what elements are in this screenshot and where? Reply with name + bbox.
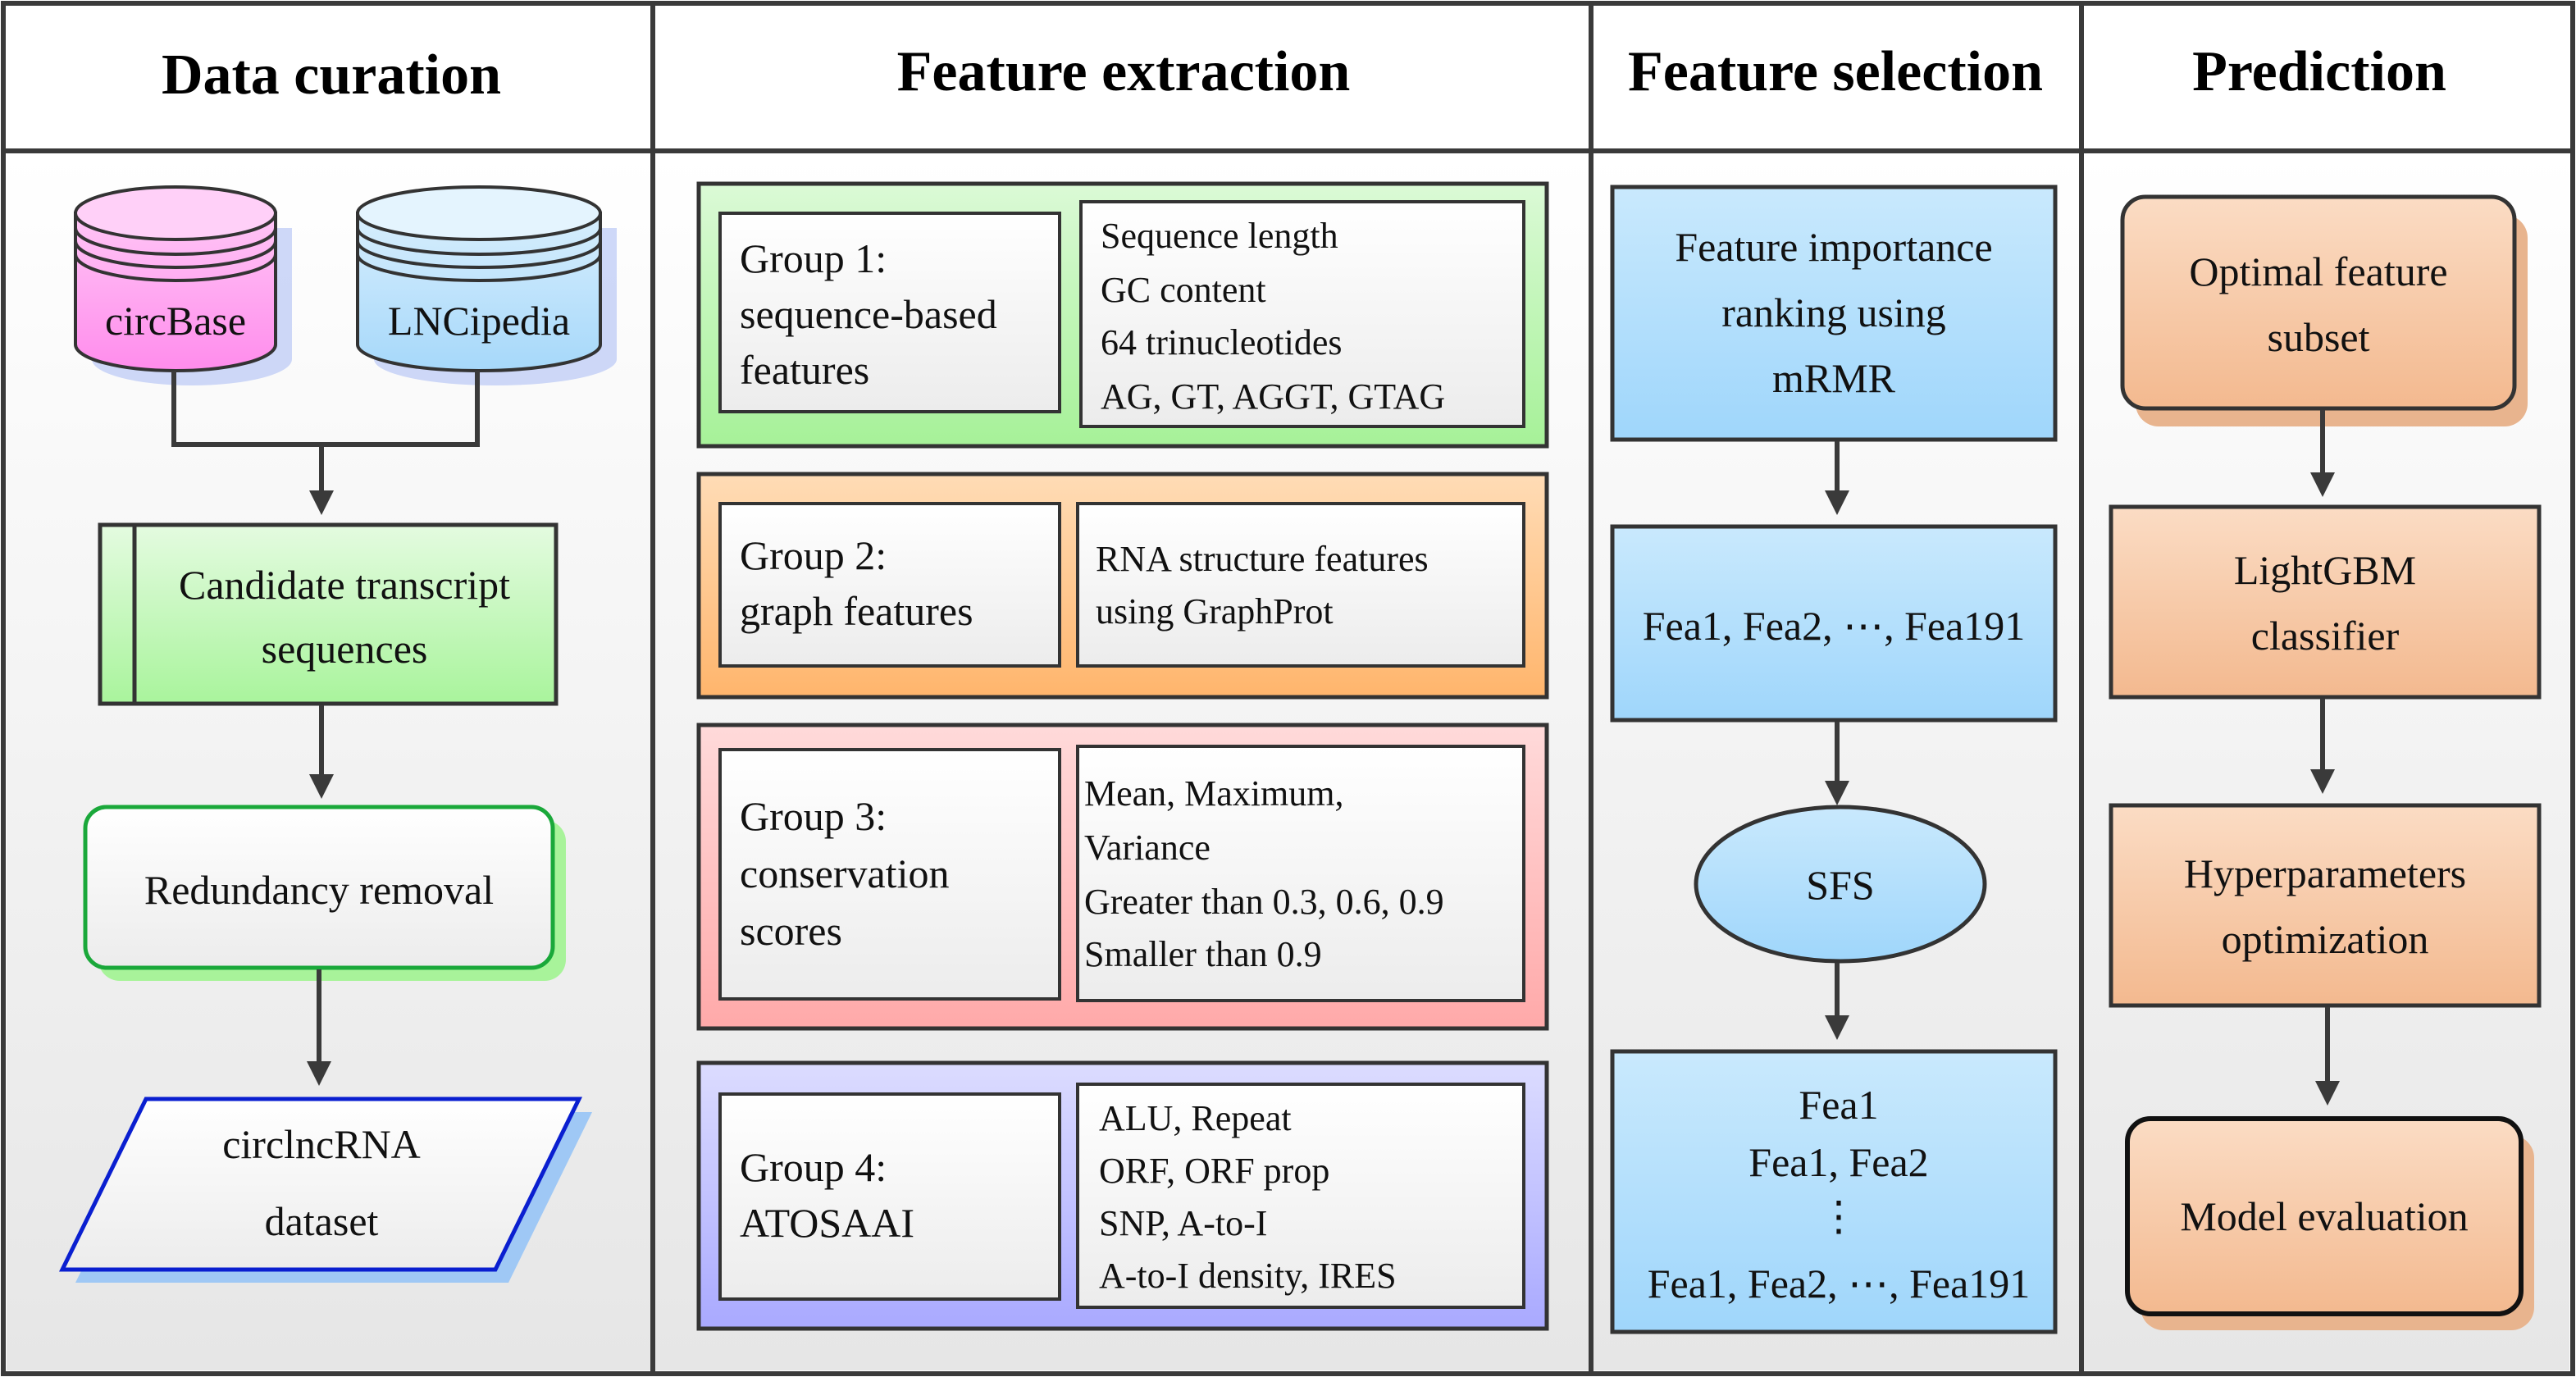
group-2-item: using GraphProt — [1096, 591, 1334, 632]
sfs-body — [1694, 805, 1987, 964]
evaluation-box-body — [2125, 1116, 2524, 1316]
group-1-label-line-2: sequence-based — [740, 291, 997, 337]
model-evaluation-box: Model evaluation — [2125, 1116, 2534, 1330]
dataset-line-2: dataset — [265, 1198, 379, 1244]
hyper-line-1: Hyperparameters — [2184, 850, 2466, 896]
db-label: LNCipedia — [388, 298, 570, 344]
group-2-label-line-1: Group 2: — [740, 532, 887, 578]
candidate-line-1: Candidate transcript — [179, 562, 510, 608]
lightgbm-box-body — [2109, 504, 2542, 700]
candidate-line-2: sequences — [262, 626, 428, 672]
database-lncipedia: LNCipedia — [356, 185, 617, 385]
group-2-label-line-2: graph features — [740, 588, 973, 634]
db-ring — [74, 227, 277, 256]
optimal-box-body — [2120, 194, 2517, 411]
feature-group-1: Group 1: sequence-based features Sequenc… — [696, 181, 1549, 449]
db-label: circBase — [105, 298, 246, 344]
lightgbm-line-1: LightGBM — [2234, 547, 2416, 593]
group-3-label-line-2: conservation — [740, 850, 949, 896]
hyperparameters-box: Hyperparameters optimization — [2109, 803, 2542, 1008]
db-top — [74, 185, 277, 241]
mrmr-line-3: mRMR — [1772, 355, 1896, 401]
db-body — [74, 212, 277, 372]
mrmr-ranking-box: Feature importance ranking using mRMR — [1610, 185, 2058, 442]
db-ring — [74, 240, 277, 269]
group-4-label-line-2: ATOSAAI — [740, 1200, 914, 1246]
group-1-label-box — [718, 212, 1061, 413]
redundancy-box-body — [83, 805, 555, 970]
group-3-item: Smaller than 0.9 — [1084, 934, 1322, 974]
mrmr-line-1: Feature importance — [1675, 224, 1992, 270]
group-3-item: Mean, Maximum, — [1084, 773, 1344, 814]
db-ring — [356, 253, 602, 282]
group-2-label-box — [718, 502, 1061, 668]
redundancy-label: Redundancy removal — [144, 867, 494, 913]
group-3-item: Variance — [1084, 828, 1210, 868]
group-1-item: AG, GT, AGGT, GTAG — [1101, 376, 1445, 417]
group-4-items-box — [1076, 1083, 1525, 1309]
group-1-item: GC content — [1101, 270, 1266, 310]
group-1-item: Sequence length — [1101, 216, 1338, 256]
features-box-body — [1610, 524, 2058, 723]
hyper-line-2: optimization — [2222, 916, 2429, 962]
db-body — [356, 212, 602, 372]
header-data-curation: Data curation — [162, 43, 501, 107]
group-4-item: ORF, ORF prop — [1099, 1151, 1329, 1191]
dataset-body — [58, 1097, 583, 1272]
group-4-item: ALU, Repeat — [1099, 1098, 1292, 1138]
group-3-label-line-3: scores — [740, 908, 842, 954]
feature-group-4: Group 4: ATOSAAI ALU, Repeat ORF, ORF pr… — [696, 1060, 1549, 1331]
group-3-item: Greater than 0.3, 0.6, 0.9 — [1084, 882, 1444, 922]
feature-subsets-box: Fea1 Fea1, Fea2 ⋮ Fea1, Fea2, ⋯, Fea191 — [1610, 1049, 2058, 1334]
lightgbm-box: LightGBM classifier — [2109, 504, 2542, 700]
group-4-label-box — [718, 1092, 1061, 1301]
subset-vertical-ellipsis: ⋮ — [1818, 1193, 1859, 1239]
hyper-box-body — [2109, 803, 2542, 1008]
evaluation-label: Model evaluation — [2180, 1193, 2468, 1239]
optimal-line-2: subset — [2268, 314, 2370, 360]
header-feature-selection: Feature selection — [1628, 40, 2043, 103]
group-2-items-box — [1076, 502, 1525, 668]
header-feature-extraction: Feature extraction — [897, 40, 1351, 103]
group-2-item: RNA structure features — [1096, 539, 1429, 579]
db-top — [356, 185, 602, 241]
group-1-label-line-1: Group 1: — [740, 235, 887, 281]
db-ring — [74, 253, 277, 282]
sfs-ellipse: SFS — [1694, 805, 1987, 964]
mrmr-box-body — [1610, 185, 2058, 442]
candidate-sequences-box: Candidate transcript sequences — [98, 522, 559, 706]
features-label: Fea1, Fea2, ⋯, Fea191 — [1643, 603, 2026, 649]
dataset-line-1: circlncRNA — [222, 1121, 421, 1167]
merge-connector — [171, 371, 480, 447]
redundancy-removal-box: Redundancy removal — [83, 805, 566, 981]
db-ring — [356, 227, 602, 256]
group-3-label-line-1: Group 3: — [740, 793, 887, 839]
lightgbm-line-2: classifier — [2251, 613, 2400, 659]
feature-group-2: Group 2: graph features RNA structure fe… — [696, 472, 1549, 700]
database-circbase: circBase — [74, 185, 292, 385]
ranked-features-box: Fea1, Fea2, ⋯, Fea191 — [1610, 524, 2058, 723]
group-4-label-line-1: Group 4: — [740, 1144, 887, 1190]
optimal-line-1: Optimal feature — [2189, 248, 2447, 294]
group-1-items-box — [1079, 200, 1525, 428]
dataset-parallelogram: circlncRNA dataset — [58, 1097, 592, 1283]
db-ring — [356, 240, 602, 269]
sfs-label: SFS — [1806, 862, 1874, 908]
group-3-label-box — [718, 748, 1061, 1001]
group-1-label-line-3: features — [740, 347, 869, 393]
subset-line: Fea1 — [1799, 1082, 1878, 1128]
group-3-items-box — [1076, 745, 1525, 1002]
group-4-item: SNP, A-to-I — [1099, 1203, 1267, 1243]
header-prediction: Prediction — [2192, 40, 2446, 103]
subset-line: Fea1, Fea2, ⋯, Fea191 — [1648, 1261, 2031, 1306]
feature-group-3: Group 3: conservation scores Mean, Maxim… — [696, 723, 1549, 1031]
candidate-box-body — [98, 522, 559, 706]
optimal-subset-box: Optimal feature subset — [2120, 194, 2528, 426]
subset-line: Fea1, Fea2 — [1748, 1139, 1928, 1185]
mrmr-line-2: ranking using — [1721, 290, 1946, 335]
group-4-item: A-to-I density, IRES — [1099, 1256, 1397, 1296]
group-1-item: 64 trinucleotides — [1101, 322, 1343, 362]
subsets-box-body — [1610, 1049, 2058, 1334]
